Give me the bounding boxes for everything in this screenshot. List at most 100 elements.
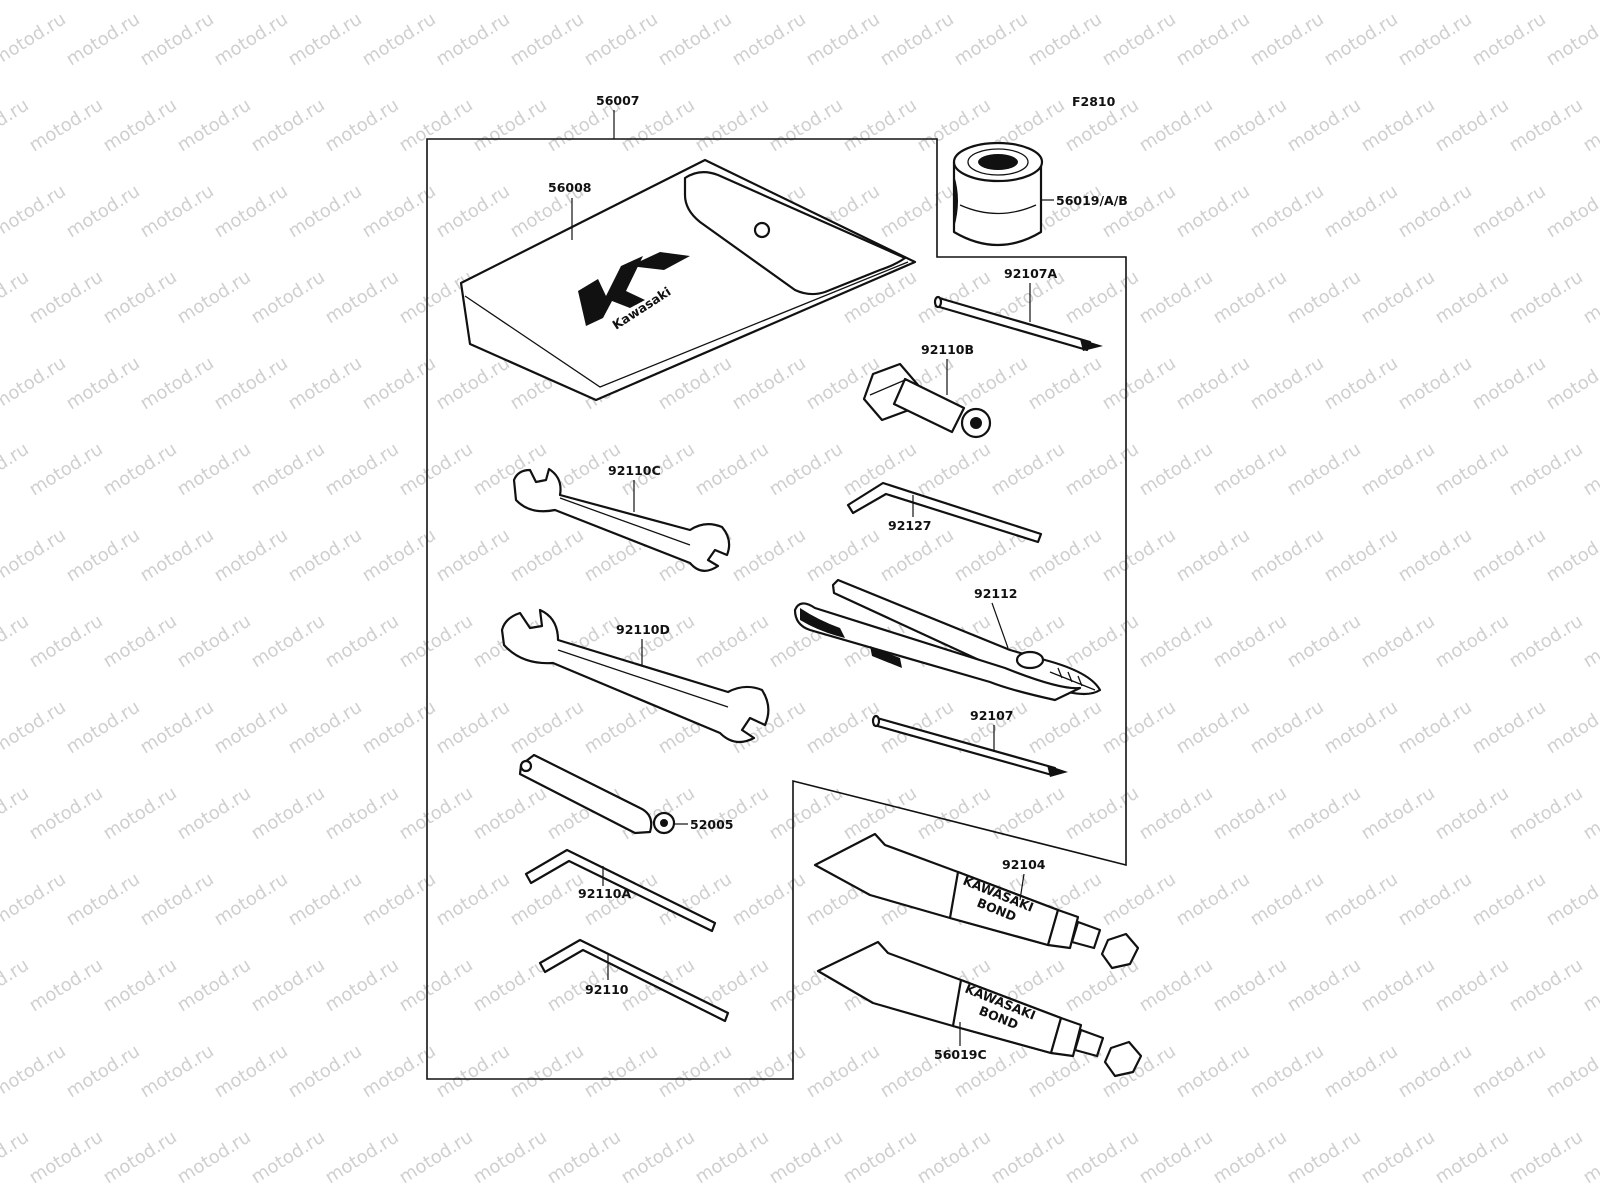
- watermark-text: motod.ru: [1543, 9, 1600, 71]
- watermark-text: motod.ru: [285, 181, 366, 243]
- watermark-text: motod.ru: [1358, 95, 1439, 157]
- watermark-text: motod.ru: [174, 955, 255, 1017]
- watermark-text: motod.ru: [507, 1041, 588, 1103]
- watermark-text: motod.ru: [248, 95, 329, 157]
- label-92107: 92107: [970, 708, 1014, 723]
- watermark-text: motod.ru: [433, 869, 514, 931]
- watermark-text: motod.ru: [1432, 1127, 1513, 1189]
- watermark-text: motod.ru: [0, 611, 33, 673]
- watermark-text: motod.ru: [1321, 869, 1402, 931]
- watermark-text: motod.ru: [1099, 353, 1180, 415]
- watermark-text: motod.ru: [26, 783, 107, 845]
- watermark-text: motod.ru: [877, 9, 958, 71]
- watermark-text: motod.ru: [100, 95, 181, 157]
- watermark-text: motod.ru: [1432, 267, 1513, 329]
- label-56019ab: 56019/A/B: [1056, 193, 1128, 208]
- spoke-wrench-52005: [518, 753, 676, 835]
- watermark-text: motod.ru: [877, 525, 958, 587]
- watermark-text: motod.ru: [0, 1041, 70, 1103]
- watermark-text: motod.ru: [0, 525, 70, 587]
- watermark-text: motod.ru: [1025, 353, 1106, 415]
- watermark-text: motod.ru: [1395, 1041, 1476, 1103]
- watermark-text: motod.ru: [174, 267, 255, 329]
- watermark-text: motod.ru: [618, 1127, 699, 1189]
- watermark-text: motod.ru: [248, 611, 329, 673]
- watermark-text: motod.ru: [433, 1041, 514, 1103]
- watermark-text: motod.ru: [248, 955, 329, 1017]
- watermark-text: motod.ru: [840, 95, 921, 157]
- watermark-text: motod.ru: [692, 1127, 773, 1189]
- watermark-text: motod.ru: [1099, 9, 1180, 71]
- watermark-text: motod.ru: [1580, 611, 1600, 673]
- watermark-text: motod.ru: [1543, 525, 1600, 587]
- watermark-text: motod.ru: [1173, 353, 1254, 415]
- watermark-text: motod.ru: [1284, 611, 1365, 673]
- watermark-text: motod.ru: [1432, 439, 1513, 501]
- watermark-text: motod.ru: [803, 525, 884, 587]
- watermark-text: motod.ru: [1247, 1041, 1328, 1103]
- watermark-text: motod.ru: [951, 353, 1032, 415]
- watermark-text: motod.ru: [840, 783, 921, 845]
- watermark-text: motod.ru: [26, 611, 107, 673]
- watermark-text: motod.ru: [1543, 1041, 1600, 1103]
- watermark-text: motod.ru: [1099, 181, 1180, 243]
- watermark-text: motod.ru: [1247, 869, 1328, 931]
- watermark-text: motod.ru: [285, 1041, 366, 1103]
- watermark-text: motod.ru: [470, 1127, 551, 1189]
- watermark-text: motod.ru: [1469, 9, 1550, 71]
- label-92127: 92127: [888, 518, 932, 533]
- watermark-text: motod.ru: [507, 525, 588, 587]
- watermark-text: motod.ru: [396, 611, 477, 673]
- watermark-text: motod.ru: [26, 955, 107, 1017]
- watermark-text: motod.ru: [470, 783, 551, 845]
- watermark-text: motod.ru: [100, 439, 181, 501]
- watermark-text: motod.ru: [285, 525, 366, 587]
- watermark-text: motod.ru: [1025, 697, 1106, 759]
- watermark-text: motod.ru: [211, 181, 292, 243]
- watermark-text: motod.ru: [581, 9, 662, 71]
- watermark-text: motod.ru: [914, 439, 995, 501]
- watermark-text: motod.ru: [322, 439, 403, 501]
- watermark-text: motod.ru: [1580, 1127, 1600, 1189]
- watermark-text: motod.ru: [692, 611, 773, 673]
- label-92112: 92112: [974, 586, 1018, 601]
- bond-tube-92104: KAWASAKI BOND: [813, 832, 1140, 970]
- watermark-text: motod.ru: [766, 439, 847, 501]
- watermark-text: motod.ru: [692, 439, 773, 501]
- watermark-text: motod.ru: [1395, 697, 1476, 759]
- watermark-text: motod.ru: [1506, 267, 1587, 329]
- label-92107a: 92107A: [1004, 266, 1057, 281]
- watermark-text: motod.ru: [248, 1127, 329, 1189]
- wrench-92110d: [500, 608, 770, 744]
- watermark-text: motod.ru: [1543, 869, 1600, 931]
- wrench-92110c: [512, 467, 731, 572]
- watermark-text: motod.ru: [0, 9, 70, 71]
- watermark-text: motod.ru: [1580, 955, 1600, 1017]
- watermark-text: motod.ru: [803, 697, 884, 759]
- watermark-text: motod.ru: [914, 1127, 995, 1189]
- watermark-text: motod.ru: [1580, 267, 1600, 329]
- watermark-text: motod.ru: [26, 1127, 107, 1189]
- watermark-text: motod.ru: [137, 869, 218, 931]
- watermark-text: motod.ru: [1469, 697, 1550, 759]
- watermark-text: motod.ru: [0, 1127, 33, 1189]
- watermark-text: motod.ru: [1284, 95, 1365, 157]
- watermark-text: motod.ru: [285, 353, 366, 415]
- watermark-text: motod.ru: [1469, 869, 1550, 931]
- watermark-text: motod.ru: [0, 783, 33, 845]
- watermark-text: motod.ru: [507, 869, 588, 931]
- watermark-text: motod.ru: [1469, 181, 1550, 243]
- watermark-text: motod.ru: [433, 697, 514, 759]
- watermark-text: motod.ru: [766, 95, 847, 157]
- watermark-text: motod.ru: [692, 95, 773, 157]
- watermark-text: motod.ru: [988, 783, 1069, 845]
- watermark-text: motod.ru: [285, 869, 366, 931]
- watermark-text: motod.ru: [433, 525, 514, 587]
- watermark-text: motod.ru: [988, 1127, 1069, 1189]
- watermark-text: motod.ru: [63, 353, 144, 415]
- watermark-text: motod.ru: [100, 955, 181, 1017]
- watermark-text: motod.ru: [0, 869, 70, 931]
- watermark-text: motod.ru: [137, 181, 218, 243]
- watermark-text: motod.ru: [396, 439, 477, 501]
